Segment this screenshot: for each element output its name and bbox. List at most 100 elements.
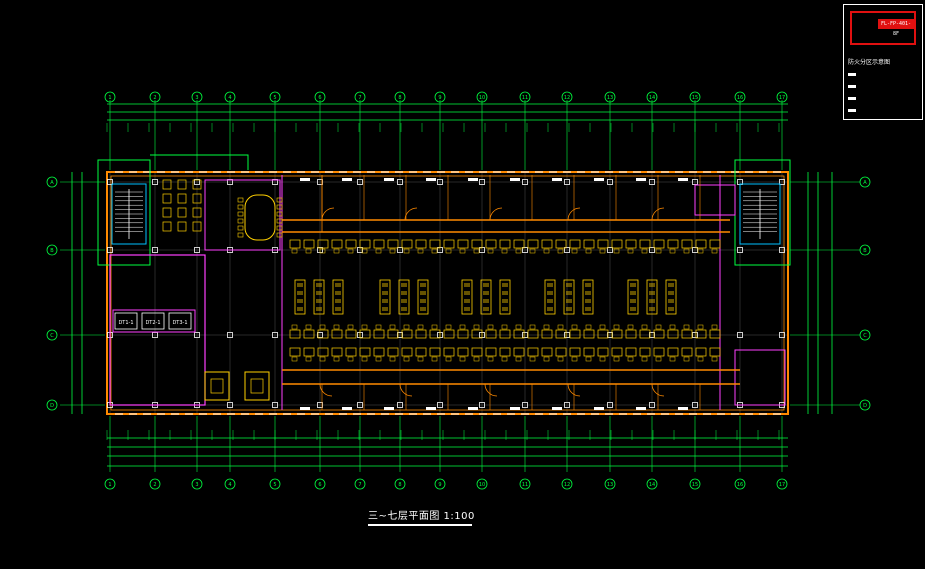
workstation-desk bbox=[513, 239, 525, 249]
legend-symbol bbox=[848, 97, 856, 100]
workstation-chair bbox=[501, 248, 508, 254]
workstation-chair bbox=[347, 324, 354, 330]
column bbox=[522, 332, 528, 338]
column bbox=[194, 332, 200, 338]
axis-bubble bbox=[104, 91, 116, 103]
left-core-partition bbox=[109, 254, 206, 406]
axis-bubble bbox=[734, 91, 746, 103]
chair bbox=[297, 291, 303, 295]
workstation-desk bbox=[527, 329, 539, 339]
elevator-block bbox=[112, 309, 196, 333]
workstation-chair bbox=[333, 248, 340, 254]
drawing-title: 三~七层平面图 1:100 bbox=[368, 511, 475, 522]
sanitary-fixture bbox=[162, 193, 172, 204]
workstation-desk bbox=[695, 347, 707, 357]
table-group bbox=[499, 279, 511, 315]
column bbox=[357, 179, 363, 185]
column bbox=[357, 402, 363, 408]
chair bbox=[382, 283, 388, 287]
workstation-desk bbox=[373, 347, 385, 357]
workstation-desk bbox=[611, 329, 623, 339]
workstation-desk bbox=[653, 329, 665, 339]
chair bbox=[464, 299, 470, 303]
workstation-desk bbox=[583, 239, 595, 249]
workstation-desk bbox=[513, 329, 525, 339]
column bbox=[397, 402, 403, 408]
table-group bbox=[332, 279, 344, 315]
column bbox=[607, 332, 613, 338]
chair bbox=[502, 291, 508, 295]
axis-bubble bbox=[519, 91, 531, 103]
chair bbox=[237, 218, 244, 224]
column bbox=[107, 247, 113, 253]
axis-label: D bbox=[50, 403, 54, 409]
workstation-chair bbox=[711, 324, 718, 330]
chair bbox=[297, 307, 303, 311]
chair bbox=[483, 307, 489, 311]
room-tag bbox=[384, 407, 394, 410]
workstation-desk bbox=[681, 329, 693, 339]
column bbox=[692, 247, 698, 253]
axis-bubble bbox=[149, 478, 161, 490]
workstation-desk bbox=[415, 347, 427, 357]
axis-label: D bbox=[863, 403, 867, 409]
table-group bbox=[480, 279, 492, 315]
axis-bubble bbox=[859, 329, 871, 341]
axis-bubble bbox=[776, 91, 788, 103]
door-swing bbox=[567, 383, 581, 397]
legend-stamp: FL-FP-401-8F bbox=[850, 11, 916, 45]
axis-label: 16 bbox=[737, 482, 743, 488]
axis-bubble bbox=[434, 478, 446, 490]
chair bbox=[502, 307, 508, 311]
workstation-desk bbox=[611, 239, 623, 249]
axis-label: 7 bbox=[358, 95, 361, 101]
axis-label: 9 bbox=[438, 482, 441, 488]
workstation-chair bbox=[543, 248, 550, 254]
workstation-desk bbox=[499, 347, 511, 357]
workstation-chair bbox=[305, 324, 312, 330]
axis-bubble bbox=[859, 176, 871, 188]
axis-bubble bbox=[394, 478, 406, 490]
workstation-chair bbox=[585, 248, 592, 254]
room-tag bbox=[342, 407, 352, 410]
axis-bubble bbox=[46, 399, 58, 411]
workstation-chair bbox=[557, 248, 564, 254]
workstation-desk bbox=[499, 239, 511, 249]
axis-label: 9 bbox=[438, 95, 441, 101]
workstation-desk bbox=[359, 239, 371, 249]
legend-title: 防火分区示意图 bbox=[848, 59, 891, 66]
chair bbox=[566, 291, 572, 295]
workstation-chair bbox=[305, 248, 312, 254]
room-tag bbox=[426, 178, 436, 181]
column bbox=[522, 179, 528, 185]
workstation-desk bbox=[499, 329, 511, 339]
workstation-chair bbox=[571, 248, 578, 254]
workstation-chair bbox=[711, 356, 718, 362]
legend-symbol bbox=[848, 109, 856, 112]
column bbox=[564, 402, 570, 408]
workstation-desk bbox=[429, 329, 441, 339]
workstation-chair bbox=[473, 248, 480, 254]
axis-bubble bbox=[776, 478, 788, 490]
workstation-chair bbox=[683, 324, 690, 330]
workstation-chair bbox=[557, 356, 564, 362]
axis-label: 2 bbox=[153, 482, 156, 488]
column bbox=[522, 247, 528, 253]
coffee-table bbox=[210, 378, 224, 394]
lounge-sofa bbox=[204, 371, 230, 401]
sanitary-fixture bbox=[177, 179, 187, 190]
chair bbox=[382, 291, 388, 295]
workstation-desk bbox=[709, 347, 721, 357]
workstation-desk bbox=[415, 239, 427, 249]
workstation-chair bbox=[361, 248, 368, 254]
workstation-chair bbox=[487, 248, 494, 254]
chair bbox=[649, 307, 655, 311]
room-tag bbox=[342, 178, 352, 181]
axis-bubble bbox=[46, 244, 58, 256]
chair bbox=[630, 291, 636, 295]
door-swing bbox=[404, 207, 418, 221]
column bbox=[737, 247, 743, 253]
workstation-chair bbox=[445, 356, 452, 362]
workstation-chair bbox=[445, 324, 452, 330]
